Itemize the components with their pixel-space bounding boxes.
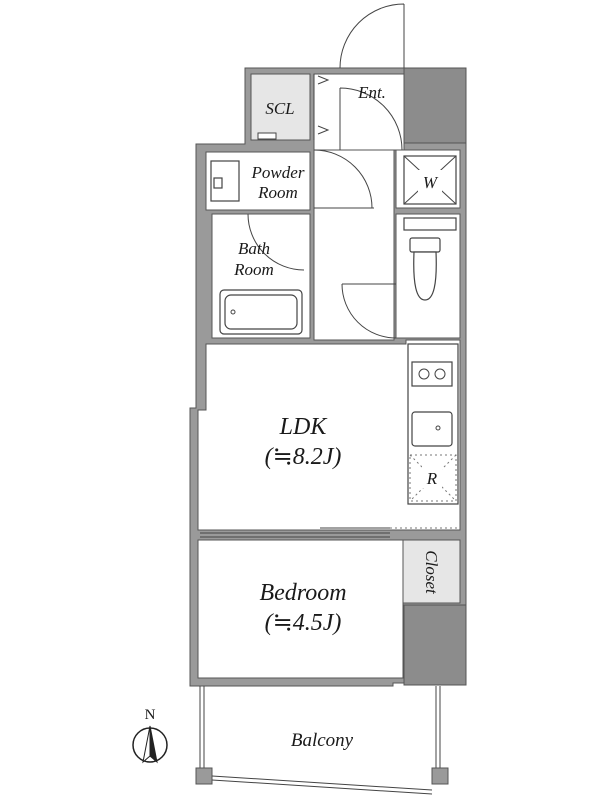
entrance-inner-door — [339, 87, 403, 151]
refrigerator — [409, 454, 457, 502]
refrigerator-label: R — [426, 469, 438, 488]
north-label: N — [145, 707, 156, 723]
powder-door — [313, 149, 374, 209]
stove — [411, 361, 453, 387]
balcony — [195, 686, 449, 795]
toilet-door — [341, 283, 397, 339]
scl-room — [250, 73, 311, 141]
bedroom-label: Bedroom — [259, 580, 346, 606]
closet-room — [402, 539, 461, 604]
balcony-label: Balcony — [291, 730, 354, 751]
ldk-label: LDK — [279, 414, 329, 440]
bath-label-line2: Room — [233, 260, 274, 279]
entrance-label: Ent. — [357, 83, 386, 102]
powder-label-line1: Powder — [251, 163, 305, 182]
room-labels: SCL Ent. Powder Room W Bath Room LDK (≒8… — [233, 83, 441, 751]
ldk-size-label: (≒8.2J) — [265, 444, 342, 470]
bath-label-line1: Bath — [238, 239, 270, 258]
ldk-room — [197, 339, 461, 531]
closet-label: Closet — [422, 550, 441, 595]
doors — [200, 3, 458, 538]
washer-label: W — [423, 173, 439, 192]
toilet — [409, 237, 441, 253]
bath-door — [247, 213, 305, 271]
bedroom-size-label: (≒4.5J) — [265, 610, 342, 636]
entrance-details — [257, 74, 330, 140]
scl-label: SCL — [265, 99, 294, 118]
bedroom-room — [197, 539, 404, 679]
powder-label-line2: Room — [257, 183, 298, 202]
corridor — [313, 149, 395, 341]
kitchen-sink — [411, 411, 453, 447]
room-fills — [197, 73, 461, 679]
fixtures — [210, 155, 459, 505]
north-compass: N — [132, 707, 168, 764]
entrance-door — [339, 3, 405, 69]
